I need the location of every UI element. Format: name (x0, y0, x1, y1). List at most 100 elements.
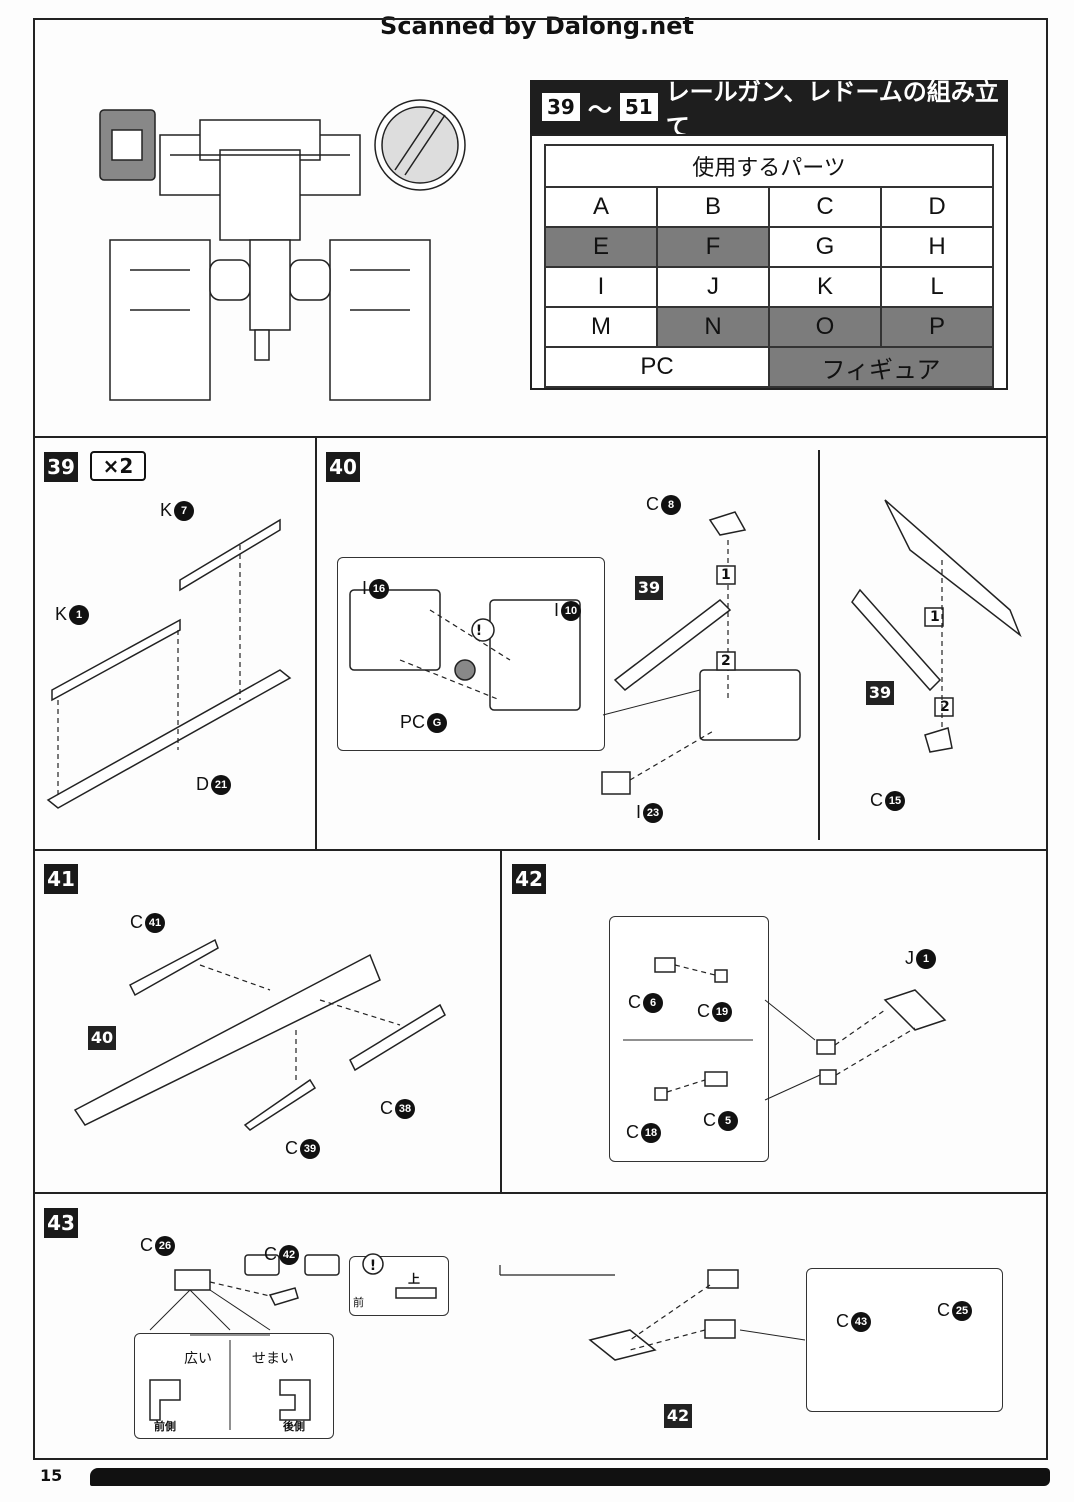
step-41-number: 41 (44, 864, 78, 894)
step-40-rail-view (851, 499, 1022, 753)
part-number-circle: 1 (916, 948, 936, 969)
part-cell: A (544, 186, 658, 228)
part-number-circle: 6 (643, 992, 663, 1013)
divider (33, 1192, 1048, 1194)
part-cell: L (880, 266, 994, 308)
step-43-number: 43 (44, 1208, 78, 1238)
part-number-circle: 38 (395, 1098, 415, 1119)
part-cell: K (768, 266, 882, 308)
step-39-diagram (46, 518, 292, 809)
part-number-circle: 23 (643, 802, 664, 823)
part-cell: E (544, 226, 658, 268)
narrow-label: せまい (252, 1351, 294, 1367)
part-number-circle: 8 (661, 494, 681, 515)
step-39-number: 39 (44, 452, 78, 482)
part-cell: G (768, 226, 882, 268)
part-cell: B (656, 186, 770, 228)
step-to: 51 (619, 93, 658, 121)
title-text: レールガン、レドームの組み立て (665, 78, 999, 141)
step-from: 39 (542, 93, 580, 121)
part-number-circle: 19 (712, 1001, 732, 1022)
divider (315, 436, 317, 850)
order-badge: 1 (721, 567, 731, 583)
reference-step: 40 (88, 1026, 116, 1050)
pc-cell: PC (544, 346, 770, 388)
section-title: 39 ～ 51 レールガン、レドームの組み立て (530, 78, 1008, 141)
step-40-diagram: ! (349, 511, 801, 795)
step-40-number: 40 (326, 452, 360, 482)
note-up: 上 (408, 1272, 421, 1286)
part-number-circle: 39 (300, 1138, 320, 1159)
scan-credit: Scanned by Dalong.net (380, 12, 694, 40)
divider (33, 849, 1048, 851)
svg-text:!: ! (476, 623, 482, 639)
part-cell: N (656, 306, 770, 348)
order-badge: 1 (930, 609, 940, 625)
part-cell: J (656, 266, 770, 308)
multiplier-badge: ×2 (90, 451, 146, 481)
part-cell: F (656, 226, 770, 268)
detail-inset (609, 916, 769, 1162)
part-cell: C (768, 186, 882, 228)
reference-step: 39 (866, 681, 894, 705)
part-number-circle: 26 (155, 1235, 175, 1256)
part-number-circle: 18 (641, 1122, 661, 1143)
parts-table: 使用するパーツ A B C D E F G H I J K L M N O P … (544, 144, 994, 388)
divider (33, 436, 1048, 438)
part-number-circle: 10 (561, 600, 582, 621)
part-cell: P (880, 306, 994, 348)
reference-step: 39 (635, 576, 663, 600)
parts-table-box: 使用するパーツ A B C D E F G H I J K L M N O P … (530, 134, 1008, 390)
page-number: 15 (40, 1466, 63, 1485)
note-front: 前 (353, 1296, 364, 1309)
front-side-label: 前側 (154, 1420, 176, 1433)
parts-heading: 使用するパーツ (544, 144, 994, 188)
divider (500, 849, 502, 1193)
reference-step: 42 (664, 1404, 692, 1428)
robot-illustration (99, 99, 466, 401)
part-number-circle: 7 (174, 500, 195, 521)
part-cell: H (880, 226, 994, 268)
part-number-circle: 43 (851, 1311, 871, 1332)
part-number-circle: 21 (211, 774, 231, 795)
part-cell: D (880, 186, 994, 228)
footer-brush-stroke (90, 1468, 1050, 1486)
order-badge: 2 (940, 699, 950, 715)
detail-inset (806, 1268, 1003, 1412)
order-badge: 2 (721, 653, 731, 669)
divider (818, 450, 820, 840)
part-cell: O (768, 306, 882, 348)
part-number-circle: 41 (145, 912, 165, 933)
part-number-circle: 15 (885, 790, 905, 811)
part-cell: M (544, 306, 658, 348)
part-number-circle: 42 (279, 1244, 299, 1265)
page-frame (33, 18, 1048, 1460)
orientation-note (349, 1256, 449, 1316)
figure-cell: フィギュア (768, 346, 994, 388)
part-number-circle: 5 (718, 1110, 738, 1131)
step-42-number: 42 (512, 864, 546, 894)
part-cell: I (544, 266, 658, 308)
svg-text:!: ! (370, 1258, 376, 1274)
step-42-diagram (623, 957, 947, 1101)
